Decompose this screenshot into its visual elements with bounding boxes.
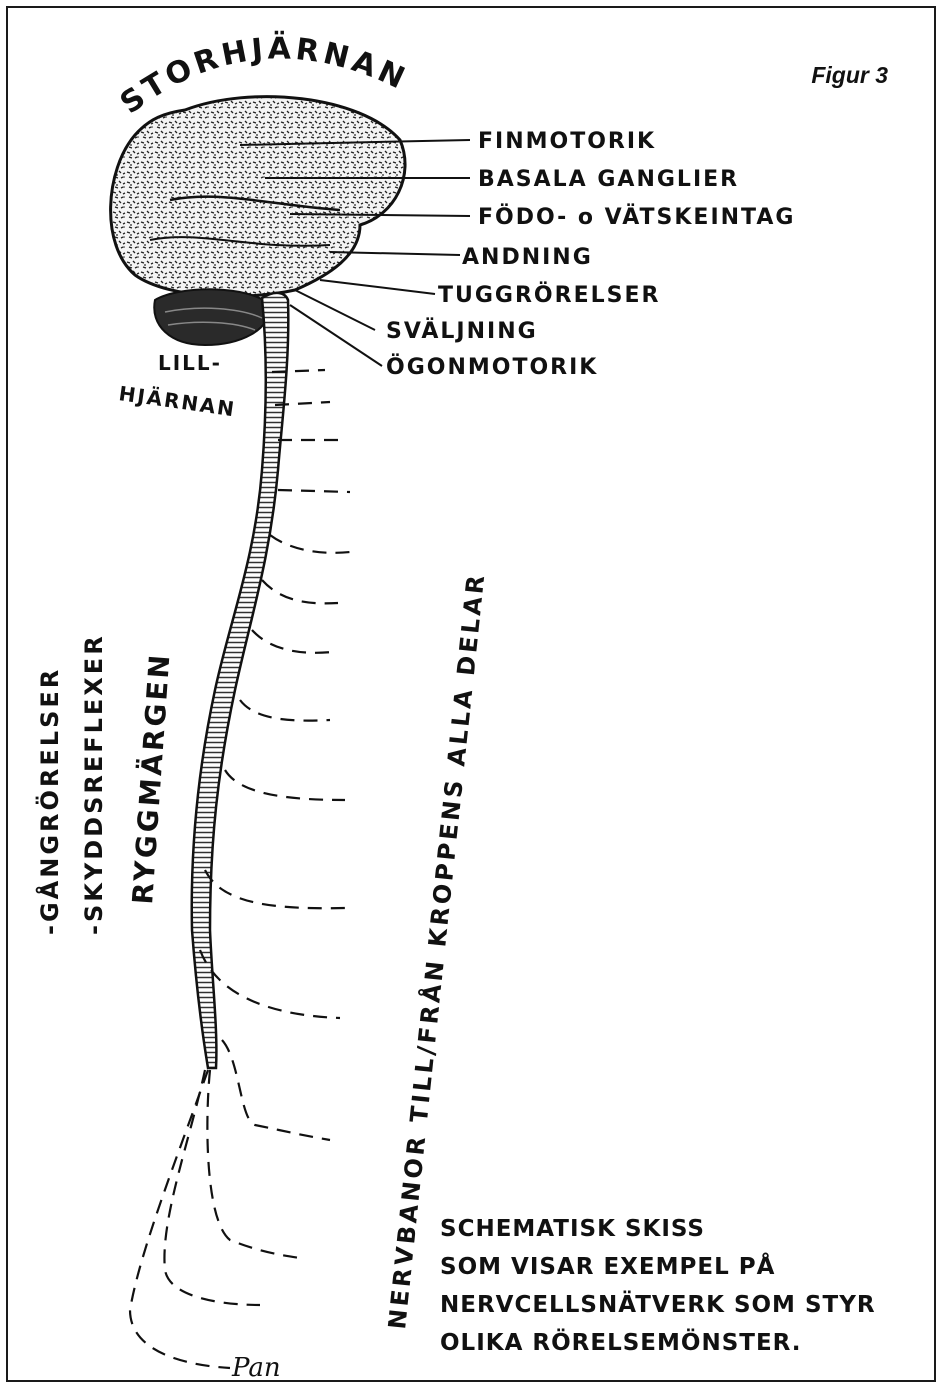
label-basala-ganglier: BASALA GANGLIER <box>478 167 739 192</box>
nerve-branches <box>130 370 350 1368</box>
artist-signature: Pan <box>231 1353 281 1383</box>
label-svaljning: SVÄLJNING <box>386 318 538 344</box>
label-fodo-vatskeintag: FÖDO- o VÄTSKEINTAG <box>478 204 795 230</box>
label-hjarnan: HJÄRNAN <box>117 381 237 421</box>
caption-line-1: SCHEMATISK SKISS <box>440 1210 940 1248</box>
label-ryggmargen: RYGGMÄRGEN <box>125 651 177 906</box>
label-ogonmotorik: ÖGONMOTORIK <box>386 354 598 380</box>
label-finmotorik: FINMOTORIK <box>478 129 656 154</box>
cerebellum <box>154 289 270 345</box>
caption-line-2: SOM VISAR EXEMPEL PÅ <box>440 1248 940 1286</box>
caption-line-3: NERVCELLSNÄTVERK SOM STYR <box>440 1286 940 1324</box>
label-skyddsreflexer: -SKYDDSREFLEXER <box>80 633 108 935</box>
caption: SCHEMATISK SKISS SOM VISAR EXEMPEL PÅ NE… <box>440 1210 940 1362</box>
label-tuggrorelser: TUGGRÖRELSER <box>438 282 660 308</box>
label-lill: LILL- <box>158 351 222 375</box>
cerebrum <box>111 97 405 297</box>
caption-line-4: OLIKA RÖRELSEMÖNSTER. <box>440 1324 940 1362</box>
label-gangrorelser: -GÅNGRÖRELSER <box>34 667 64 935</box>
label-andning: ANDNING <box>462 245 593 270</box>
